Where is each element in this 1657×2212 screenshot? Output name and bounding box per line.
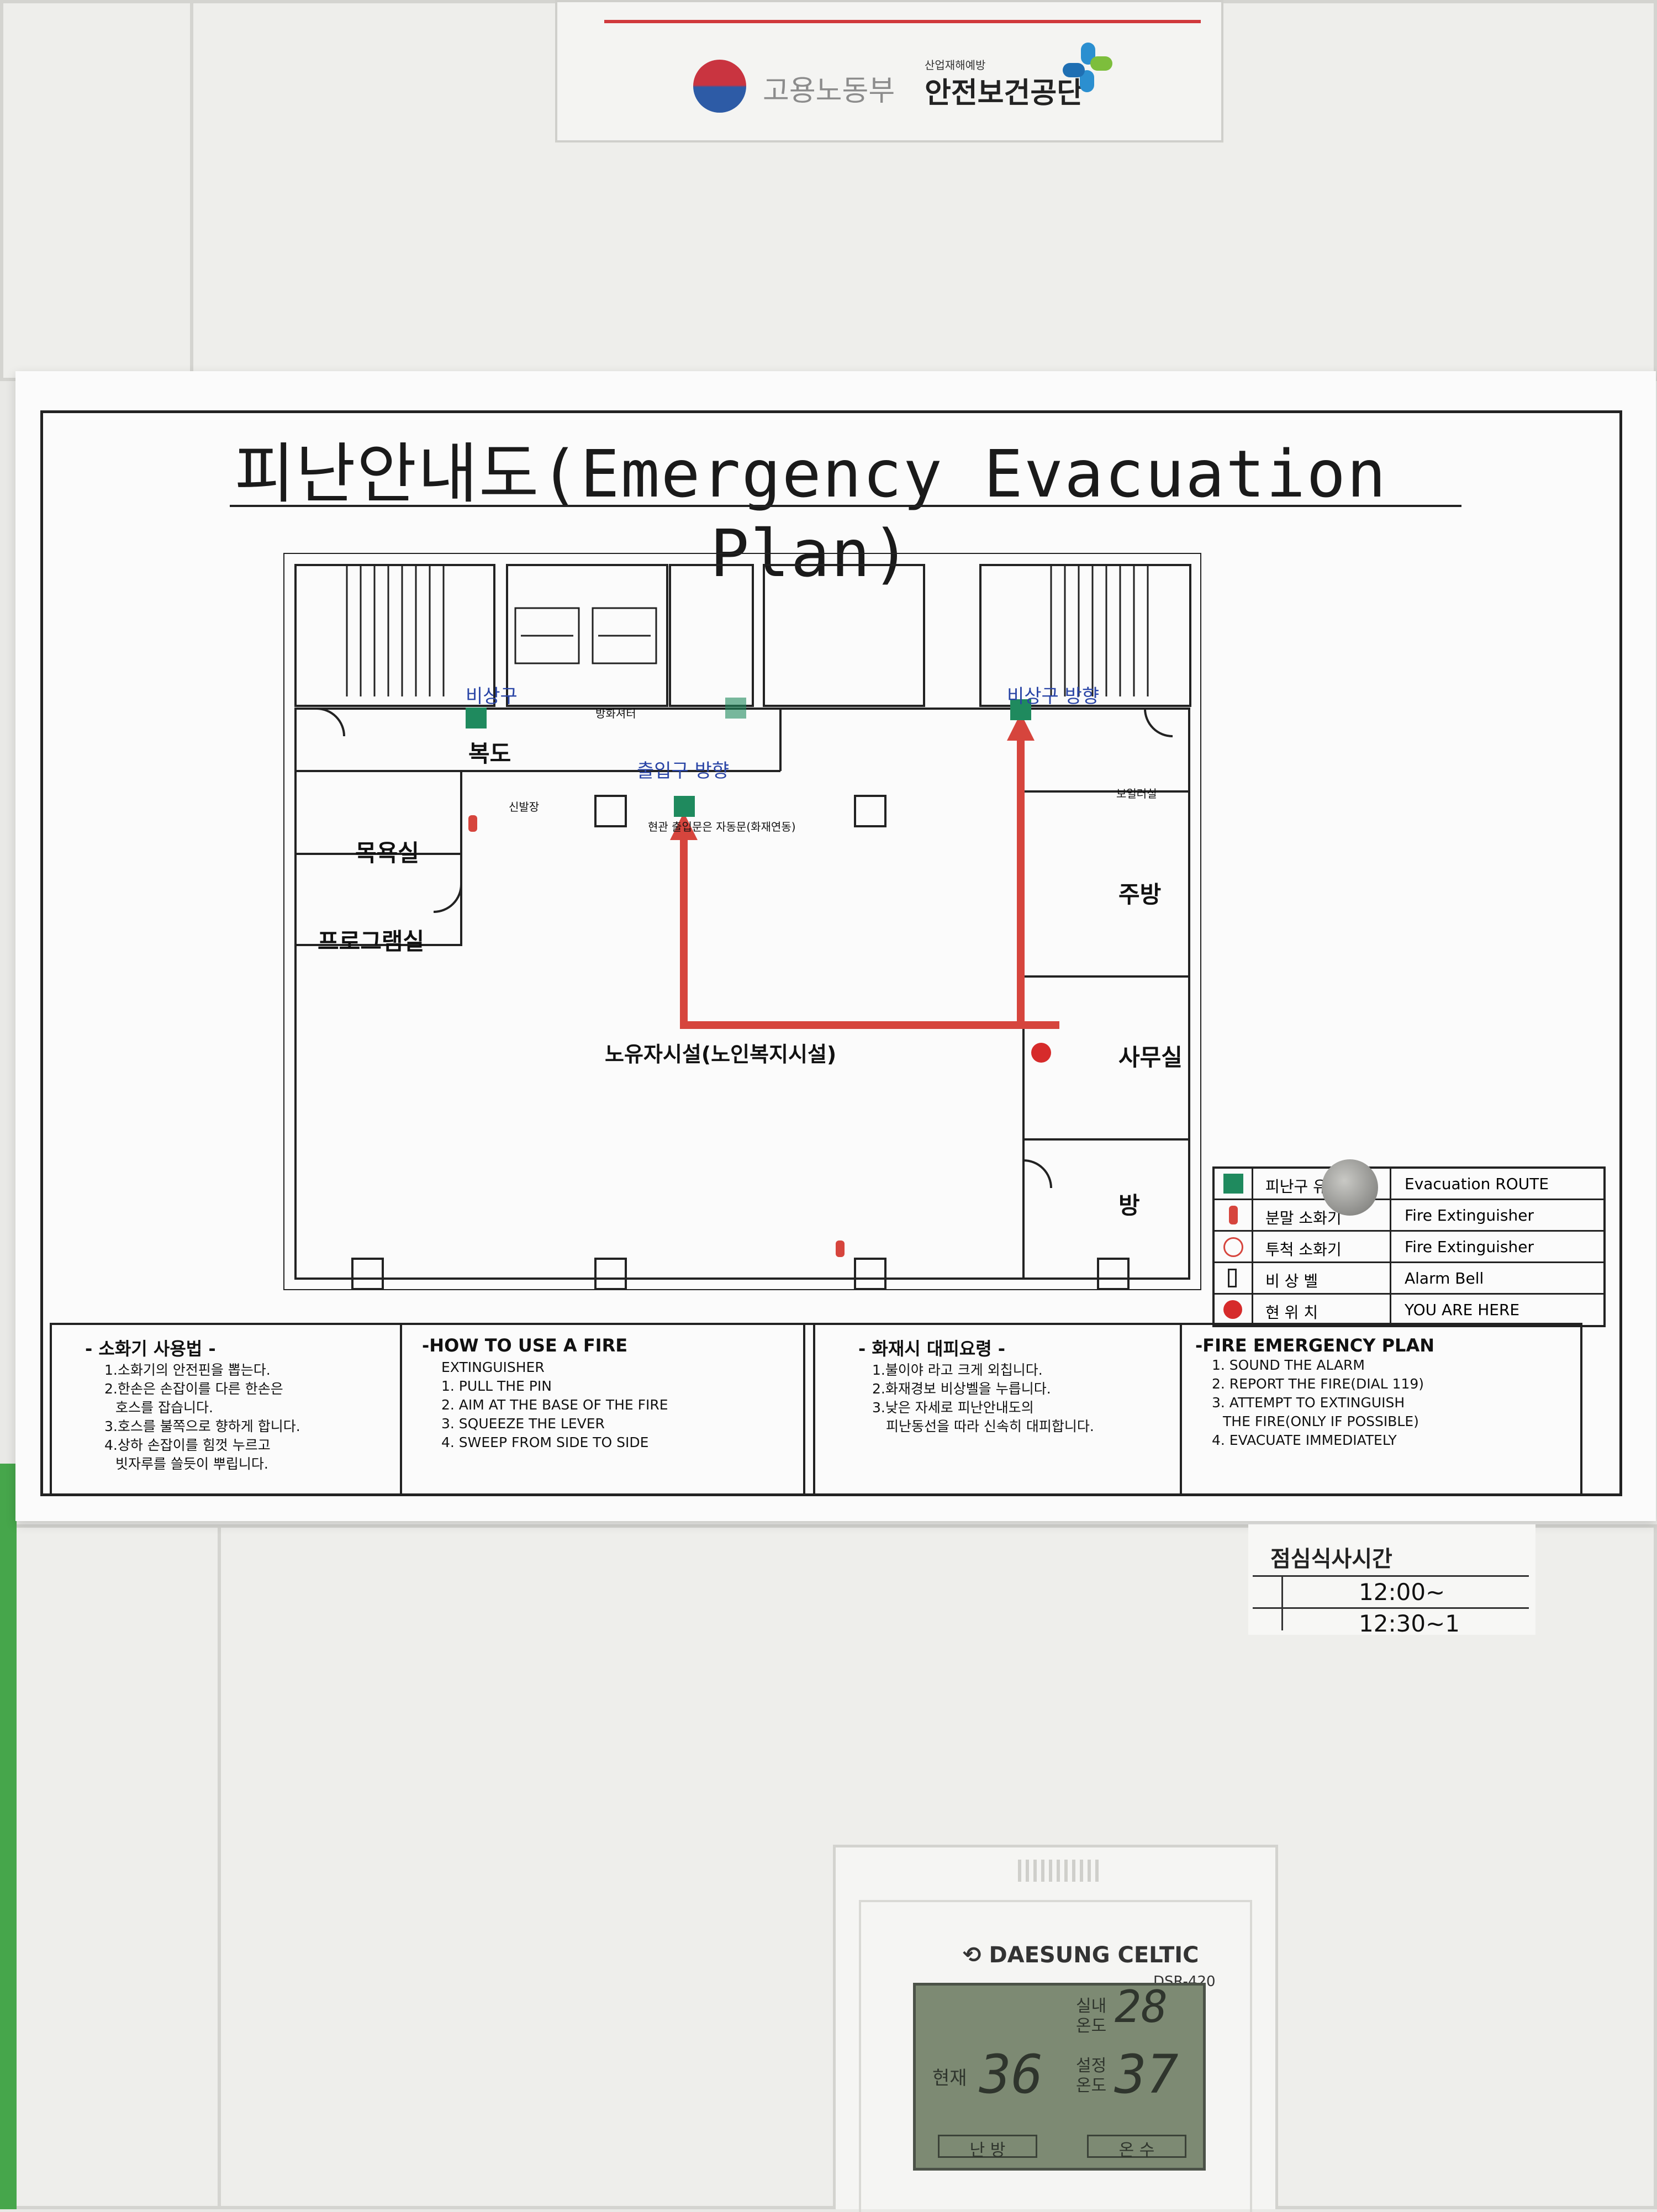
red-rule <box>604 20 1201 23</box>
wall-tile <box>0 1524 221 2209</box>
legend-table: 피난구 유도 Evacuation ROUTE 분말 소화기 Fire Exti… <box>1212 1166 1606 1327</box>
box-divider <box>813 1325 815 1493</box>
current-temp-value: 36 <box>979 2044 1043 2105</box>
thermostat-brand: ⟲ DAESUNG CELTIC <box>963 1942 1199 1968</box>
plan-ko-line: 피난동선을 따라 신속히 대피합니다. <box>886 1418 1094 1434</box>
thermostat[interactable]: ⟲ DAESUNG CELTIC DSR-420 실내 온도 28 현재 36 … <box>833 1845 1278 2212</box>
extinguisher-ko-line: 호스를 잡습니다. <box>115 1400 213 1416</box>
agency-name: 안전보건공단 <box>925 77 1084 110</box>
plan-ko-line: 3.낮은 자세로 피난안내도의 <box>872 1400 1034 1416</box>
extinguisher-ko-line: 1.소화기의 안전핀을 뽑는다. <box>104 1362 271 1378</box>
legend-en: YOU ARE HERE <box>1405 1301 1520 1319</box>
label-entrance-direction: 출입구 방향 <box>637 760 730 782</box>
instruction-boxes: - 소화기 사용법 - 1.소화기의 안전핀을 뽑는다. 2.한손은 손잡이를 … <box>50 1323 1582 1496</box>
extinguisher-en-line: EXTINGUISHER <box>441 1359 545 1375</box>
set-temp-value: 37 <box>1115 2044 1179 2105</box>
label-fire-shutter: 방화셔터 <box>595 707 636 720</box>
label-shoe-rack: 신발장 <box>509 800 540 814</box>
floor-plan-drawing <box>283 553 1201 1290</box>
extinguisher-en-line: 3. SQUEEZE THE LEVER <box>441 1416 605 1432</box>
legend-row: 분말 소화기 Fire Extinguisher <box>1215 1200 1603 1232</box>
note-rule <box>1253 1575 1529 1577</box>
label-corridor: 복도 <box>468 740 511 767</box>
plan-en-line: THE FIRE(ONLY IF POSSIBLE) <box>1223 1413 1419 1429</box>
magnet <box>1322 1159 1378 1216</box>
box-divider <box>1180 1325 1182 1493</box>
extinguisher-ko-line: 3.호스를 불쪽으로 향하게 합니다. <box>104 1418 300 1434</box>
note-rule <box>1281 1575 1283 1630</box>
extinguisher-ko-title: - 소화기 사용법 - <box>85 1338 216 1359</box>
fire-extinguisher-icon <box>1215 1200 1253 1230</box>
label-door-note: 현관 출입문은 자동문(화재연동) <box>648 820 796 833</box>
ministry-name: 고용노동부 <box>763 75 895 108</box>
exit-sign-icon <box>1215 1169 1253 1199</box>
lunch-time-row2: 12:30~1 <box>1359 1610 1460 1637</box>
title-underline <box>230 505 1461 507</box>
legend-row: 현 위 치 YOU ARE HERE <box>1215 1295 1603 1326</box>
hot-water-mode-button[interactable]: 온 수 <box>1087 2135 1186 2160</box>
note-rule <box>1253 1607 1529 1609</box>
legend-row: 피난구 유도 Evacuation ROUTE <box>1215 1169 1603 1200</box>
legend-ko: 분말 소화기 <box>1253 1200 1391 1230</box>
green-wall-edge <box>0 1464 17 2209</box>
plan-ko-line: 2.화재경보 비상벨을 누릅니다. <box>872 1381 1051 1397</box>
extinguisher-ko-line: 4.상하 손잡이를 힘껏 누르고 <box>104 1437 271 1453</box>
plan-en-title: -FIRE EMERGENCY PLAN <box>1195 1335 1434 1356</box>
lunch-note-title: 점심식사시간 <box>1270 1546 1392 1572</box>
plan-en-line: 4. EVACUATE IMMEDIATELY <box>1212 1432 1397 1448</box>
plan-ko-title: - 화재시 대피요령 - <box>858 1338 1006 1359</box>
thermostat-lcd: 실내 온도 28 현재 36 설정 온도 37 난 방 온 수 <box>913 1981 1206 2171</box>
legend-en: Alarm Bell <box>1405 1269 1484 1287</box>
agency-cross-logo-icon <box>1063 43 1112 92</box>
throw-extinguisher-icon <box>1215 1232 1253 1261</box>
red-dot-icon <box>1215 1295 1253 1326</box>
label-office: 사무실 <box>1118 1044 1183 1071</box>
heating-mode-button[interactable]: 난 방 <box>938 2135 1037 2160</box>
label-program-room: 프로그램실 <box>318 928 425 955</box>
extinguisher-ko-line: 2.한손은 손잡이를 다른 한손은 <box>104 1381 283 1397</box>
plan-en-line: 3. ATTEMPT TO EXTINGUISH <box>1212 1395 1405 1411</box>
thermostat-brand-text: DAESUNG CELTIC <box>989 1942 1199 1968</box>
lunch-time-row1: 12:00~ <box>1359 1579 1445 1606</box>
alarm-bell-icon <box>1215 1263 1253 1293</box>
extinguisher-en-line: 2. AIM AT THE BASE OF THE FIRE <box>441 1397 668 1413</box>
plan-en-line: 2. REPORT THE FIRE(DIAL 119) <box>1212 1376 1424 1392</box>
label-kitchen: 주방 <box>1118 881 1162 908</box>
label-room: 방 <box>1118 1192 1140 1219</box>
extinguisher-en-line: 1. PULL THE PIN <box>441 1378 552 1394</box>
legend-ko: 투척 소화기 <box>1253 1232 1391 1261</box>
legend-en: Evacuation ROUTE <box>1405 1175 1549 1193</box>
evacuation-poster: 피난안내도(Emergency Evacuation Plan) <box>15 371 1656 1521</box>
agency-subtitle: 산업재해예방 <box>925 59 986 72</box>
extinguisher-en-line: 4. SWEEP FROM SIDE TO SIDE <box>441 1434 649 1450</box>
agency-plate: 고용노동부 산업재해예방 안전보건공단 <box>555 0 1223 142</box>
lunch-time-note: 점심식사시간 12:00~ 12:30~1 <box>1248 1524 1535 1637</box>
floor-plan: 비상구 비상구 방향 방화셔터 복도 출입구 방향 신발장 현관 출입문은 자동… <box>283 553 1201 1290</box>
label-boiler-room: 보일러실 <box>1116 787 1157 800</box>
legend-en: Fire Extinguisher <box>1405 1206 1534 1224</box>
label-facility: 노유자시설(노인복지시설) <box>605 1042 837 1067</box>
legend-ko: 현 위 치 <box>1253 1295 1391 1326</box>
extinguisher-ko-line: 빗자루를 쓸듯이 뿌립니다. <box>115 1456 268 1472</box>
legend-row: 투척 소화기 Fire Extinguisher <box>1215 1232 1603 1263</box>
current-temp-label: 현재 <box>932 2067 967 2089</box>
thermostat-vents <box>1018 1860 1101 1882</box>
legend-en: Fire Extinguisher <box>1405 1238 1534 1256</box>
room-temp-value: 28 <box>1115 1981 1168 2032</box>
plan-en-line: 1. SOUND THE ALARM <box>1212 1357 1365 1373</box>
legend-ko: 비 상 벨 <box>1253 1263 1391 1293</box>
label-emergency-exit-left: 비상구 <box>466 685 518 708</box>
set-temp-label: 설정 온도 <box>1076 2056 1107 2095</box>
thermostat-face <box>859 1900 1252 2212</box>
plan-ko-line: 1.불이야 라고 크게 외칩니다. <box>872 1362 1043 1378</box>
label-emergency-exit-right: 비상구 방향 <box>1007 685 1100 708</box>
label-bath: 목욕실 <box>355 840 419 867</box>
room-temp-label: 실내 온도 <box>1076 1997 1107 2036</box>
ministry-logo-icon <box>693 60 746 113</box>
legend-row: 비 상 벨 Alarm Bell <box>1215 1263 1603 1295</box>
box-divider <box>400 1325 402 1493</box>
box-divider <box>803 1325 805 1493</box>
wall-tile <box>0 0 193 381</box>
extinguisher-en-title: -HOW TO USE A FIRE <box>422 1335 628 1356</box>
